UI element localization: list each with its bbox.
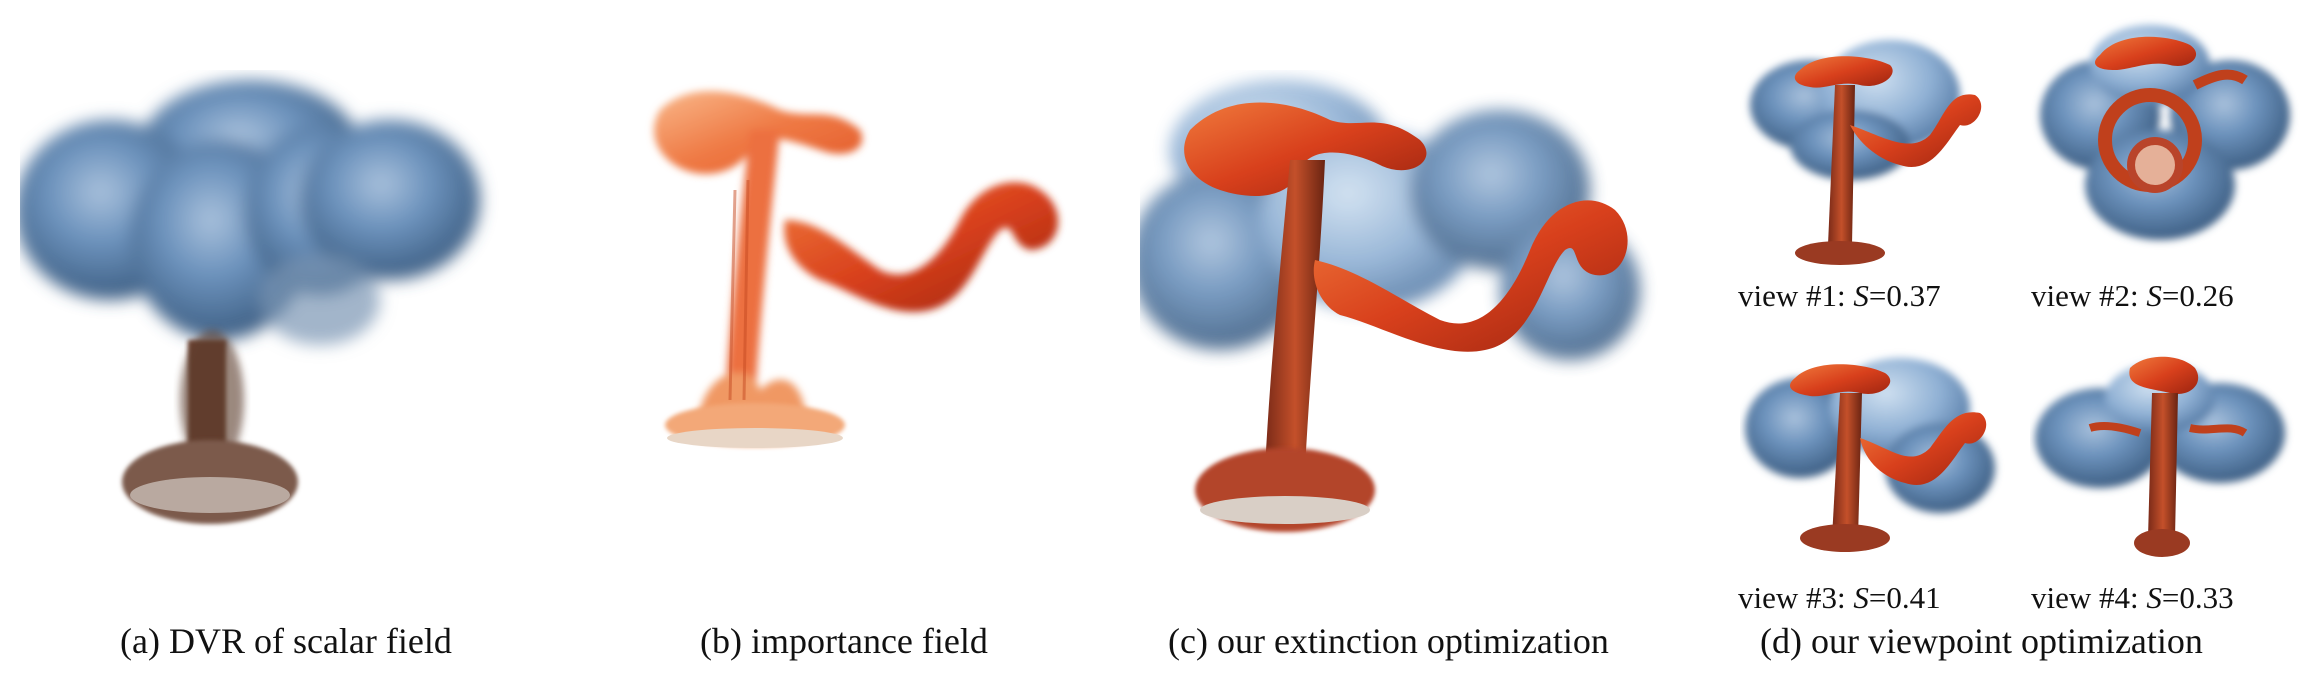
view-1-var: S	[1853, 278, 1869, 313]
view-1-image	[1740, 15, 2010, 275]
view-1-value: 0.37	[1886, 278, 1941, 313]
view-3-label: view #3: S=0.41	[1738, 580, 1941, 616]
view-2-image	[2030, 15, 2300, 275]
view-3-eq: =	[1868, 580, 1887, 615]
view-4-eq: =	[2161, 580, 2180, 615]
view-4-value: 0.33	[2179, 580, 2234, 615]
panel-a-dvr-image	[20, 70, 620, 630]
view-2-label: view #2: S=0.26	[2031, 278, 2234, 314]
caption-c: (c) our extinction optimization	[1168, 621, 1609, 661]
view-4-image	[2030, 338, 2300, 588]
view-2-value: 0.26	[2179, 278, 2234, 313]
view-1-label: view #1: S=0.37	[1738, 278, 1941, 314]
view-3-image	[1740, 338, 2010, 588]
view-4-name: view #4:	[2031, 580, 2139, 615]
panel-c-extinction-image	[1140, 70, 1700, 630]
view-4-label: view #4: S=0.33	[2031, 580, 2234, 616]
caption-b: (b) importance field	[700, 621, 988, 661]
caption-a: (a) DVR of scalar field	[120, 621, 452, 661]
view-1-name: view #1:	[1738, 278, 1846, 313]
view-3-value: 0.41	[1886, 580, 1941, 615]
panel-b-importance-image	[630, 70, 1100, 630]
view-2-var: S	[2146, 278, 2162, 313]
view-1-eq: =	[1868, 278, 1887, 313]
view-3-var: S	[1853, 580, 1869, 615]
view-3-name: view #3:	[1738, 580, 1846, 615]
view-4-var: S	[2146, 580, 2162, 615]
view-2-name: view #2:	[2031, 278, 2139, 313]
view-2-eq: =	[2161, 278, 2180, 313]
caption-d: (d) our viewpoint optimization	[1760, 621, 2203, 661]
